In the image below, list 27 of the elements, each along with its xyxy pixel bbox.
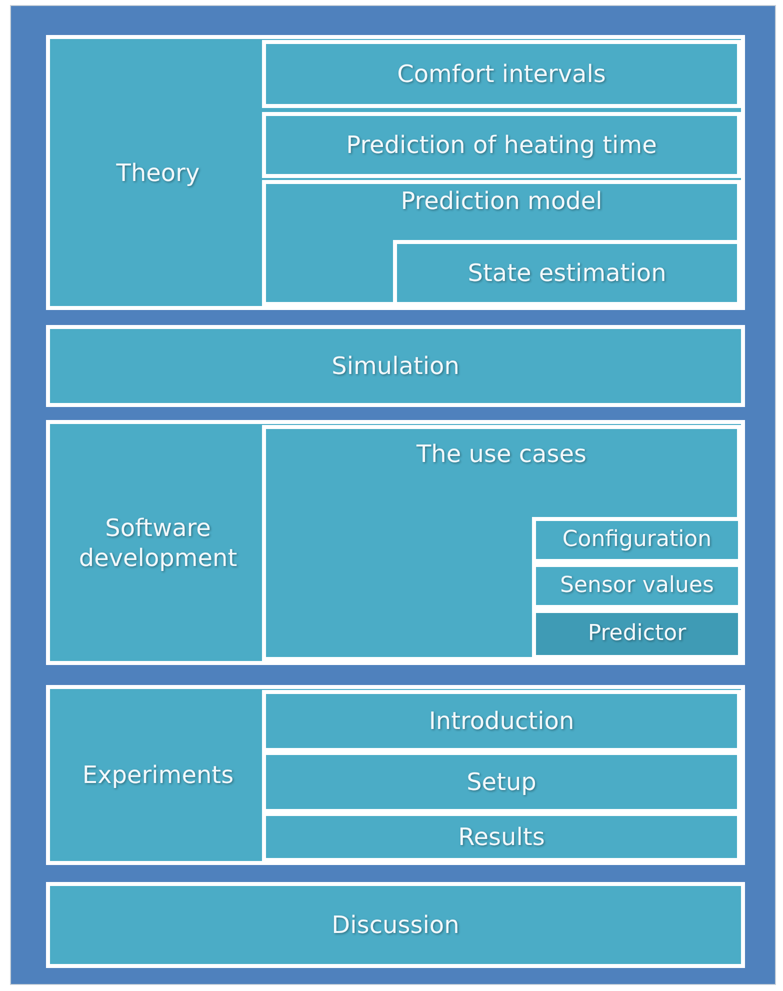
- section-box: [262, 112, 741, 178]
- section-box: [262, 40, 741, 108]
- section-box: [46, 325, 745, 407]
- section-title: Predictor: [586, 621, 688, 647]
- section-title: Comfort intervals: [396, 59, 607, 89]
- section-box: [262, 425, 741, 661]
- section-title: Introduction: [428, 706, 576, 736]
- section-box: [46, 685, 745, 865]
- section-title: Prediction model: [400, 186, 604, 216]
- section-box: [46, 882, 745, 968]
- section-title: Experiments: [81, 760, 235, 790]
- section-box: [262, 690, 741, 752]
- section-title: Configuration: [561, 527, 713, 553]
- section-title: Sensor values: [559, 573, 715, 599]
- section-box: [262, 751, 741, 813]
- section-title: Theory: [115, 158, 201, 188]
- section-title: Discussion: [330, 910, 460, 940]
- section-box: [46, 35, 745, 310]
- section-title: Simulation: [330, 351, 460, 381]
- section-title: Prediction of heating time: [345, 130, 658, 160]
- section-title: Setup: [466, 767, 538, 797]
- section-title: Results: [457, 822, 546, 852]
- section-title: State estimation: [466, 258, 668, 288]
- section-box: [46, 420, 745, 665]
- section-title: The use cases: [415, 439, 588, 469]
- section-box: [262, 812, 741, 862]
- section-title: Software development: [78, 512, 238, 572]
